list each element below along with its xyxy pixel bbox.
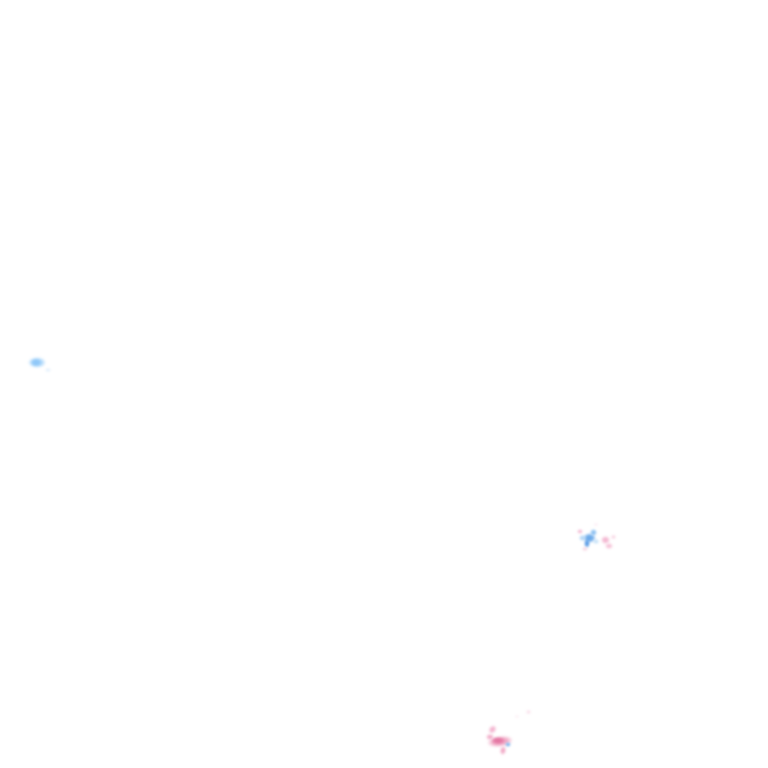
pink-smudge-bottom-part: [486, 723, 498, 735]
blue-pink-splatter-cluster-part: [582, 533, 596, 543]
blue-pink-splatter-cluster-part: [577, 528, 583, 534]
blue-pink-splatter-cluster-part: [588, 527, 598, 537]
pink-smudge-bottom-part: [486, 734, 494, 740]
blue-pink-splatter-cluster-part: [584, 538, 590, 548]
blue-blob-left-part: [45, 368, 51, 372]
blue-pink-splatter-cluster-part: [593, 538, 599, 544]
blue-pink-splatter-cluster-part: [610, 535, 616, 539]
blue-pink-splatter-cluster-part: [578, 535, 586, 541]
blue-blob-left-part: [31, 358, 41, 366]
pink-smudge-bottom-part: [525, 710, 531, 714]
pink-smudge-bottom-part: [505, 741, 511, 747]
pink-smudge-bottom-part: [515, 714, 519, 718]
blue-pink-splatter-cluster-part: [582, 547, 588, 551]
blue-pink-splatter-cluster-part: [600, 536, 610, 544]
blue-pink-splatter-cluster-part: [605, 543, 613, 549]
pink-smudge-bottom-part: [491, 736, 505, 744]
pink-smudge-bottom-part: [499, 745, 507, 755]
blue-pink-splatter-cluster-part: [594, 522, 598, 526]
pink-smudge-bottom-part: [486, 733, 514, 749]
blue-blob-left-part: [28, 356, 46, 368]
